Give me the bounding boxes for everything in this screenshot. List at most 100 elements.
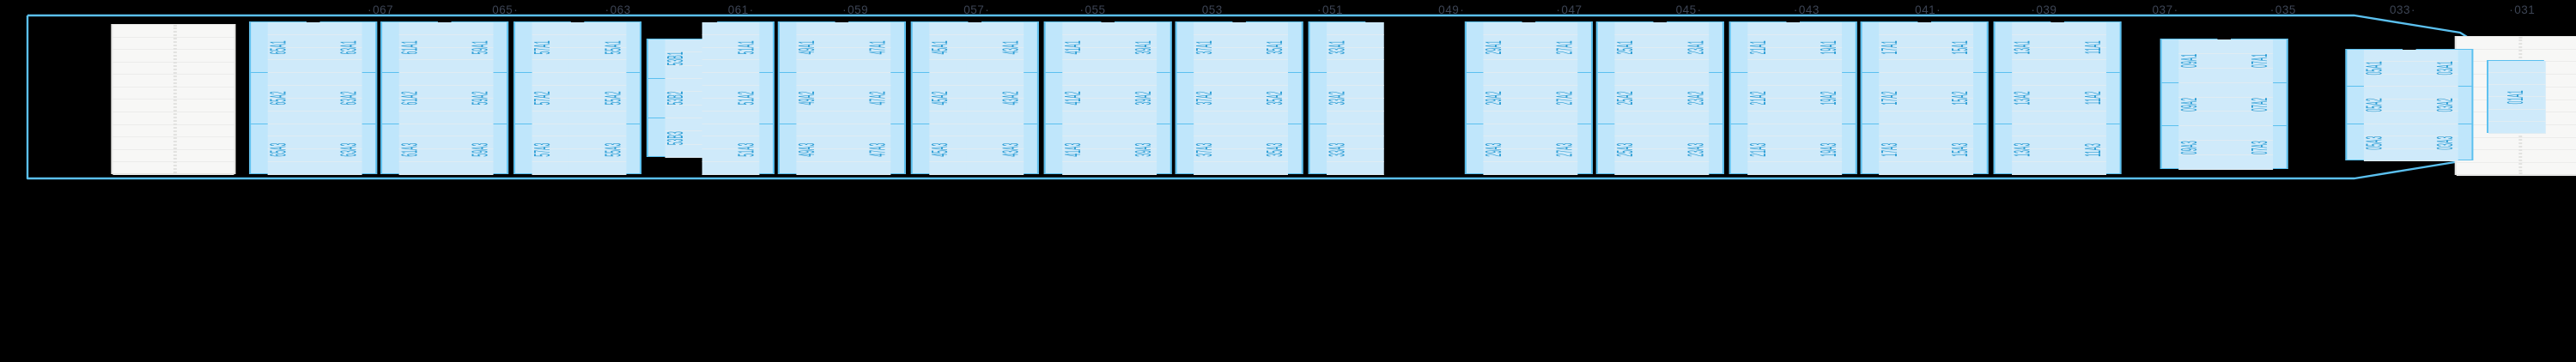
tier-slot-07A1[interactable]: 07A1 [2215,39,2287,83]
tier-slot-39A1[interactable]: 39A1 [1099,22,1170,74]
tier-slot-61A3[interactable]: 61A3 [382,124,457,175]
tier-slot-57A1[interactable]: 57A1 [515,22,590,74]
bay-number-label-049[interactable]: 049 [1417,3,1485,17]
tier-slot-11A3[interactable]: 11A3 [2049,124,2120,175]
tier-slot-17A2[interactable]: 17A2 [1862,73,1936,124]
empty-bay-067[interactable] [111,24,236,175]
tier-slot-51A3[interactable]: 51A3 [702,124,773,175]
tier-slot-25A2[interactable]: 25A2 [1597,73,1673,124]
bay-number-label-045[interactable]: 045 [1655,3,1723,17]
tier-slot-47A2[interactable]: 47A2 [833,73,904,124]
tier-slot-07A3[interactable]: 07A3 [2215,126,2287,170]
tier-slot-23A3[interactable]: 23A3 [1651,124,1722,175]
bay-number-label-037[interactable]: 037 [2131,3,2200,17]
tier-slot-65A2[interactable]: 65A2 [251,73,325,124]
tier-slot-47A1[interactable]: 47A1 [833,22,904,74]
tier-slot-09A1[interactable]: 09A1 [2161,39,2236,83]
tier-slot-51A1[interactable]: 51A1 [702,22,773,74]
tier-slot-53B2[interactable]: 53B2 [647,79,723,118]
tier-slot-37A2[interactable]: 37A2 [1176,73,1251,124]
tier-slot-03A2[interactable]: 03A2 [2401,87,2472,124]
tier-slot-29A1[interactable]: 29A1 [1466,22,1541,74]
tier-slot-63A1[interactable]: 63A1 [304,22,376,74]
tier-slot-33A1[interactable]: 33A1 [1309,22,1384,74]
tier-slot-27A2[interactable]: 27A2 [1520,73,1591,124]
tier-slot-43A3[interactable]: 43A3 [966,124,1037,175]
tier-slot-05A2[interactable]: 05A2 [2347,87,2421,124]
tier-slot-05A3[interactable]: 05A3 [2347,124,2421,161]
bay-number-label-057[interactable]: 057 [942,3,1011,17]
tier-slot-03A3[interactable]: 03A3 [2401,124,2472,161]
tier-slot-39A3[interactable]: 39A3 [1099,124,1170,175]
tier-slot-61A2[interactable]: 61A2 [382,73,457,124]
tier-slot-13A1[interactable]: 13A1 [1995,22,2069,74]
tier-slot-13A2[interactable]: 13A2 [1995,73,2069,124]
tier-slot-65A1[interactable]: 65A1 [251,22,325,74]
tier-slot-15A2[interactable]: 15A2 [1916,73,1987,124]
tier-slot-37A3[interactable]: 37A3 [1177,124,1251,175]
tier-slot-33A3[interactable]: 33A3 [1309,124,1384,175]
tier-slot-21A1[interactable]: 21A1 [1730,22,1805,74]
tier-slot-55A1[interactable]: 55A1 [568,22,641,74]
bay-number-label-041[interactable]: 041 [1893,3,1962,17]
bay-number-label-067[interactable]: 067 [346,3,415,17]
tier-slot-45A1[interactable]: 45A1 [912,22,987,74]
tier-slot-19A1[interactable]: 19A1 [1784,22,1856,74]
tier-slot-25A1[interactable]: 25A1 [1597,22,1673,74]
bay-number-label-031[interactable]: 031 [2488,3,2556,17]
tier-slot-05A1[interactable]: 05A1 [2347,50,2421,87]
tier-slot-11A2[interactable]: 11A2 [2049,73,2120,124]
tier-slot-11A1[interactable]: 11A1 [2049,22,2120,74]
tier-slot-01A1[interactable]: 01A1 [2488,61,2546,134]
bay-number-label-053[interactable]: 053 [1178,3,1247,17]
tier-slot-63A2[interactable]: 63A2 [304,73,376,124]
bay-number-label-043[interactable]: 043 [1772,3,1841,17]
bay-number-label-033[interactable]: 033 [2368,3,2437,17]
tier-slot-45A3[interactable]: 45A3 [913,124,987,175]
tier-slot-59A3[interactable]: 59A3 [435,124,507,175]
tier-slot-57A2[interactable]: 57A2 [515,73,590,124]
bay-number-label-065[interactable]: 065 [471,3,539,17]
tier-slot-53B1[interactable]: 53B1 [647,39,723,79]
tier-slot-57A3[interactable]: 57A3 [515,124,590,175]
tier-slot-23A1[interactable]: 23A1 [1651,22,1722,74]
tier-slot-29A3[interactable]: 29A3 [1467,124,1541,175]
tier-slot-19A2[interactable]: 19A2 [1784,73,1856,124]
bay-number-label-061[interactable]: 061 [707,3,775,17]
tier-slot-63A3[interactable]: 63A3 [304,124,376,175]
bay-number-label-047[interactable]: 047 [1534,3,1603,17]
tier-slot-49A3[interactable]: 49A3 [780,124,854,175]
tier-slot-25A3[interactable]: 25A3 [1598,124,1673,175]
tier-slot-09A2[interactable]: 09A2 [2161,82,2236,127]
bay-number-label-051[interactable]: 051 [1296,3,1364,17]
tier-slot-45A2[interactable]: 45A2 [912,73,987,124]
tier-slot-19A3[interactable]: 19A3 [1784,124,1856,175]
tier-slot-49A1[interactable]: 49A1 [779,22,854,74]
tier-slot-35A1[interactable]: 35A1 [1230,22,1302,74]
tier-slot-61A1[interactable]: 61A1 [382,22,457,74]
tier-slot-41A2[interactable]: 41A2 [1045,73,1120,124]
tier-slot-51A2[interactable]: 51A2 [702,73,773,124]
tier-slot-65A3[interactable]: 65A3 [251,124,325,175]
tier-slot-59A2[interactable]: 59A2 [435,73,507,124]
tier-slot-35A2[interactable]: 35A2 [1230,73,1302,124]
tier-slot-41A3[interactable]: 41A3 [1046,124,1120,175]
bay-stack-001[interactable]: 01A1 [2487,60,2546,134]
